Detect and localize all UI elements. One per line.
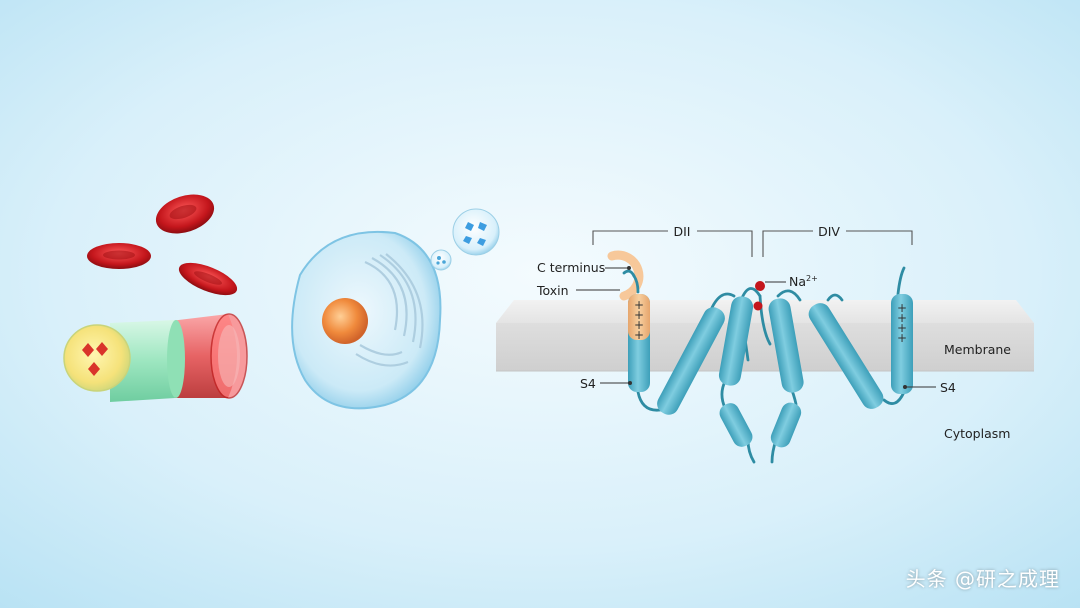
organelle (355, 253, 424, 367)
c-terminus-label: C terminus (537, 260, 605, 275)
toxin-label: Toxin (536, 283, 569, 298)
svg-text:+: + (634, 318, 644, 332)
svg-text:+: + (897, 311, 907, 325)
svg-text:+: + (897, 301, 907, 315)
s4-right-label: S4 (940, 380, 956, 395)
cell-icon (291, 231, 442, 410)
na-ion-label: Na2+ (789, 274, 818, 289)
toxin-ring (607, 250, 644, 301)
s4-left-label: S4 (580, 376, 596, 391)
svg-text:+: + (897, 321, 907, 335)
watermark: 头条 @研之成理 (905, 567, 1060, 591)
domain-ii-label: DII (674, 224, 691, 239)
helix-segments (628, 294, 913, 448)
cytoplasm-label: Cytoplasm (944, 426, 1010, 441)
red-blood-cell-icon (155, 194, 215, 234)
leader-lines (576, 267, 936, 388)
svg-text:+: + (897, 331, 907, 345)
ion-channel-icon: DII DIV (496, 224, 1034, 464)
positive-charges-right: + + + + (897, 301, 907, 345)
svg-text:+: + (634, 308, 644, 322)
toxin-segment (628, 294, 650, 340)
domain-bracket-div (762, 230, 913, 257)
capsule-icon (63, 313, 248, 402)
membrane-label: Membrane (944, 342, 1011, 357)
s4-helix-right (891, 294, 913, 394)
domain-iv-label: DIV (818, 224, 840, 239)
svg-text:+: + (634, 328, 644, 342)
positive-charges-left: + + + + (634, 298, 644, 342)
red-blood-cell-icon (178, 262, 238, 296)
sodium-ion-icon (753, 281, 765, 311)
red-blood-cell-icon (87, 243, 151, 269)
vesicle-icon (452, 208, 500, 256)
nucleus-icon (322, 298, 368, 344)
vesicle-icon (430, 249, 452, 271)
svg-text:+: + (634, 298, 644, 312)
domain-bracket-dii (592, 230, 753, 257)
